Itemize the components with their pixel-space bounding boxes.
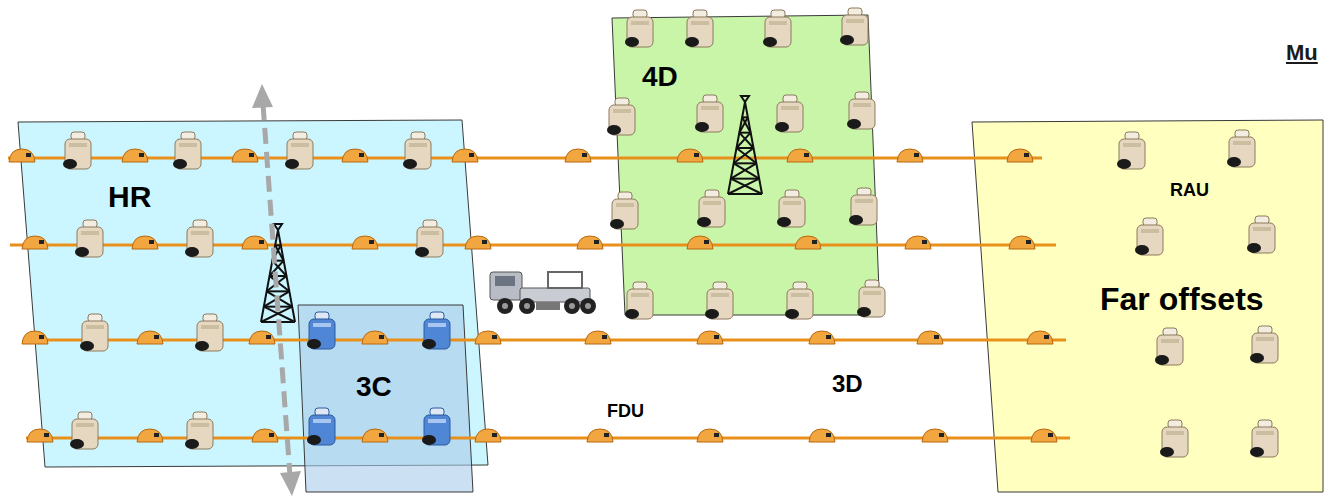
- 4d-region: 4D: [610, 15, 882, 317]
- fdu-symbol: [922, 429, 948, 442]
- title: Mu: [1286, 42, 1318, 64]
- fdu-symbol: [697, 429, 723, 442]
- region-label: 3C: [356, 373, 392, 401]
- region-label: Far offsets: [1100, 283, 1264, 315]
- cable: [24, 339, 1066, 342]
- device-label: RAU: [1170, 181, 1209, 199]
- rau-unit: [840, 8, 868, 45]
- cable: [10, 244, 1056, 247]
- rau-unit: [625, 10, 653, 47]
- fdu-symbol: [585, 331, 611, 344]
- fdu-symbol: [587, 429, 613, 442]
- survey-type-label: 3D: [832, 372, 863, 396]
- fdu-symbol: [475, 331, 501, 344]
- fdu-symbol: [905, 236, 931, 249]
- rau-unit: [685, 10, 713, 47]
- region-outline: [610, 15, 882, 317]
- fdu-symbol: [917, 331, 943, 344]
- fdu-symbol: [809, 331, 835, 344]
- device-label: FDU: [607, 402, 644, 420]
- fdu-symbol: [697, 331, 723, 344]
- region-label: 4D: [642, 63, 678, 91]
- fdu-symbol: [897, 149, 923, 162]
- region-label: HR: [108, 182, 151, 212]
- vibrator-truck: [490, 272, 596, 314]
- cable: [8, 157, 1042, 160]
- fdu-symbol: [577, 236, 603, 249]
- cable: [26, 437, 1070, 440]
- fdu-symbol: [565, 149, 591, 162]
- fdu-symbol: [809, 429, 835, 442]
